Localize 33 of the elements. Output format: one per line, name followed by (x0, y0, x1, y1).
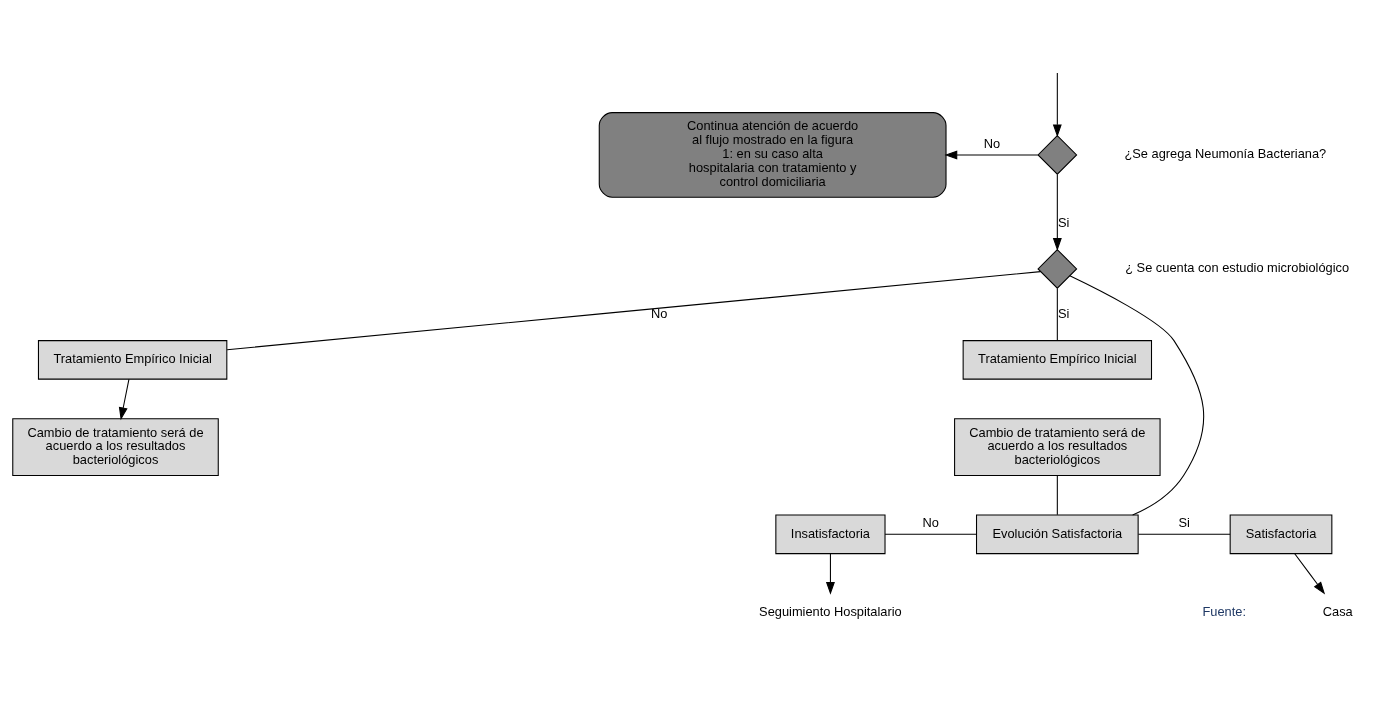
connector (1137, 533, 1231, 535)
arrow (1052, 72, 1062, 138)
node-text: Seguimiento Hospitalario (759, 603, 902, 619)
node-diamond (1037, 248, 1078, 289)
node-box: Insatisfactoria (775, 514, 886, 555)
connector (226, 271, 1042, 351)
connector (1056, 287, 1058, 341)
arrow (1052, 173, 1062, 251)
connector (884, 533, 977, 535)
arrow (118, 378, 130, 421)
node-box: Tratamiento Empírico Inicial (962, 340, 1153, 380)
node-box: Evolución Satisfactoria (976, 514, 1139, 555)
node-box: Continua atención de acuerdo al flujo mostrado en la figura 1: en su caso alta hospitalaria con tratamiento y control domiciliaria (598, 112, 947, 198)
node-box: Satisfactoria (1229, 514, 1333, 555)
edge-label: Si (1178, 515, 1190, 531)
connector (1056, 475, 1058, 516)
edge-label: Si (1058, 214, 1070, 230)
node-box: Cambio de tratamiento será de acuerdo a los resultados bacteriológicos (954, 418, 1161, 476)
arrow (1294, 553, 1326, 595)
connector (1069, 275, 1205, 516)
edge-label: No (650, 305, 668, 321)
arrow (825, 553, 835, 595)
edge-label: No (922, 515, 939, 531)
node-label: ¿Se agrega Neumonía Bacteriana? (1124, 146, 1327, 162)
node-box: Cambio de tratamiento será de acuerdo a los resultados bacteriológicos (12, 418, 219, 476)
node-label: ¿ Se cuenta con estudio microbiológico (1125, 260, 1350, 276)
label: Fuente: (1202, 603, 1247, 619)
node-diamond (1037, 134, 1078, 175)
edge-label: Si (1058, 305, 1070, 321)
arrow (944, 150, 1039, 160)
node-text: Casa (1322, 603, 1353, 619)
node-box: Tratamiento Empírico Inicial (37, 340, 228, 380)
edge-label: No (983, 136, 1001, 152)
